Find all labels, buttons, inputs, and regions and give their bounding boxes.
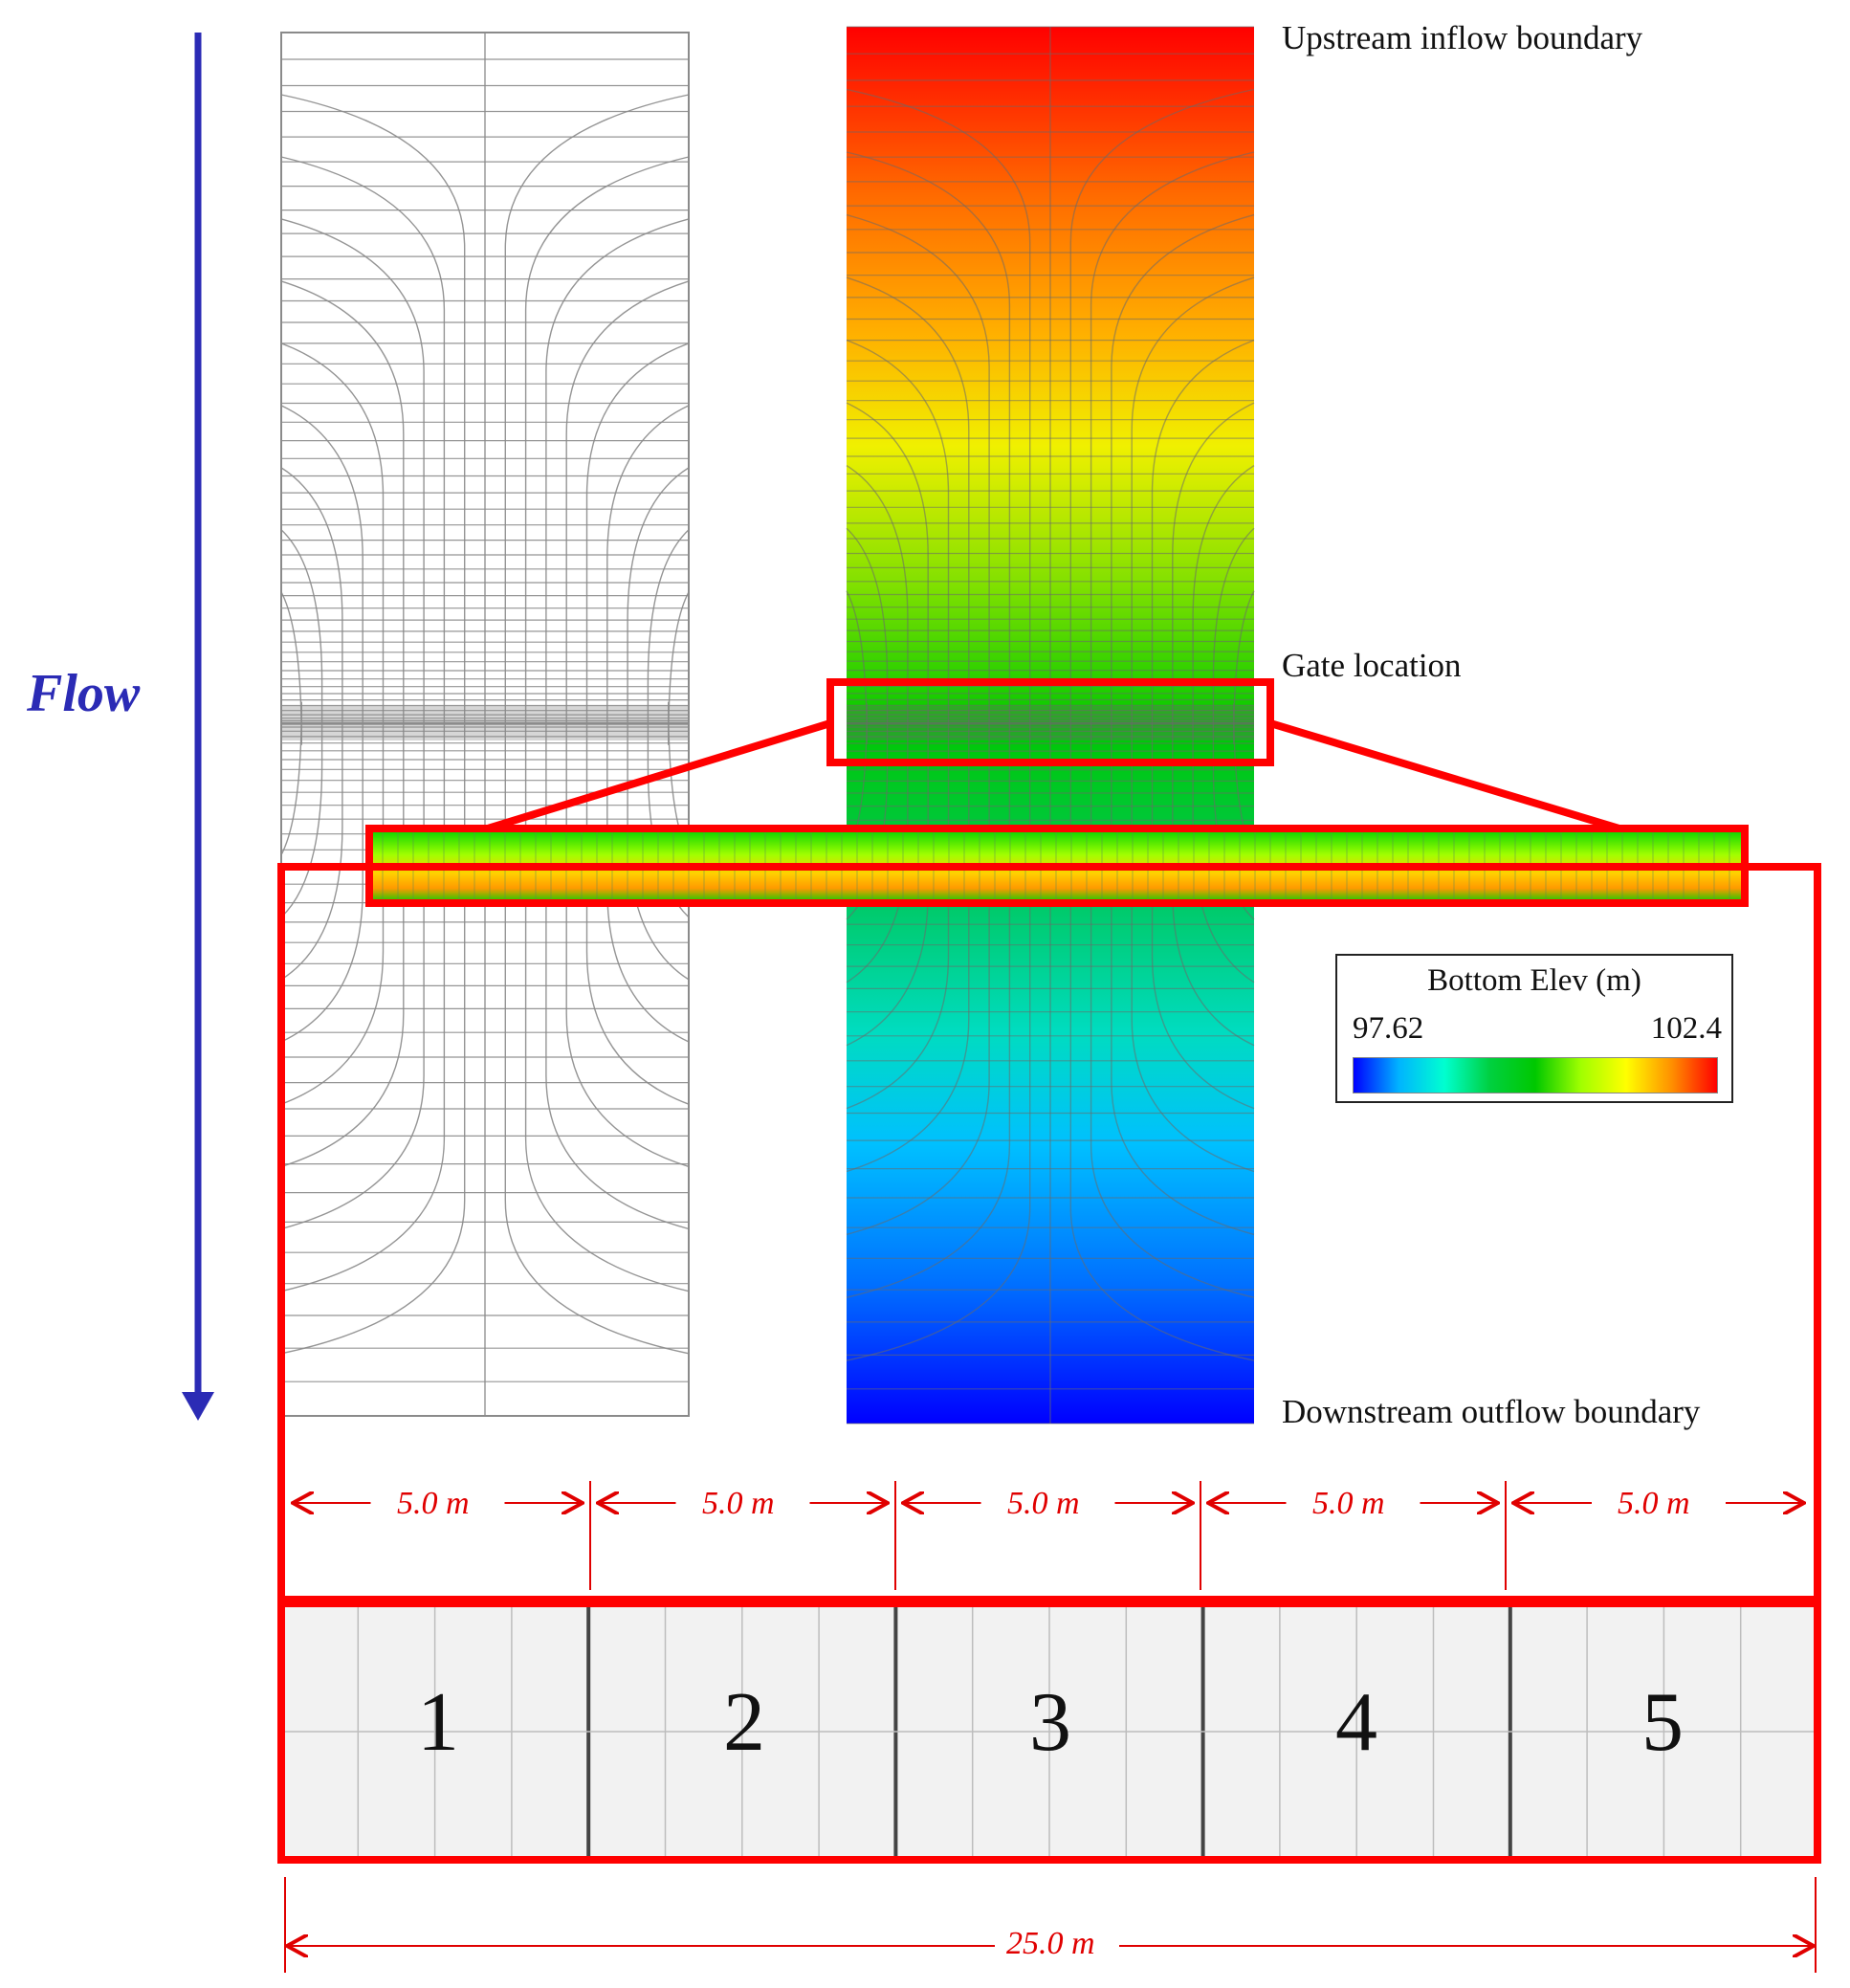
mesh-curved-line: [280, 467, 343, 981]
legend-min-value: 97.62: [1353, 1011, 1424, 1046]
legend-title: Bottom Elev (m): [1427, 963, 1641, 998]
segment-dim-label-2: 5.0 m: [696, 1486, 781, 1522]
mesh-curved-line: [585, 342, 690, 1105]
segment-dim-label-5: 5.0 m: [1612, 1486, 1696, 1522]
color-legend: Bottom Elev (m) 97.62 102.4: [1335, 954, 1733, 1103]
mesh-curved-line: [846, 590, 868, 857]
mesh-curved-line: [280, 218, 425, 1230]
mesh-curved-line: [1192, 465, 1255, 983]
mesh-gate-band: [847, 706, 1254, 740]
mesh-curved-line: [280, 591, 302, 855]
downstream-boundary-label: Downstream outflow boundary: [1282, 1393, 1701, 1430]
panel-number-5: 5: [1641, 1676, 1684, 1769]
mesh-gate-band: [281, 706, 689, 740]
mesh-curved-line: [1151, 339, 1255, 1110]
gate-highlight-box: [826, 678, 1274, 766]
left-mesh-outline: [280, 32, 690, 1417]
mesh-curved-line: [846, 88, 1031, 1361]
mesh-curved-line: [280, 280, 405, 1168]
mesh-curved-line: [1131, 276, 1255, 1173]
mesh-curved-line: [846, 276, 970, 1173]
flow-arrow-head: [182, 1392, 214, 1421]
left-mesh-grid: [280, 32, 690, 1417]
panel-strip-grid: [281, 1603, 1817, 1860]
mesh-curved-line: [668, 591, 690, 855]
mesh-curved-line: [280, 342, 385, 1105]
segment-dim-label-3: 5.0 m: [1002, 1486, 1086, 1522]
mesh-curved-line: [846, 151, 1011, 1298]
right-mesh-grid: [846, 26, 1255, 1425]
gate-location-label: Gate location: [1282, 647, 1462, 684]
mesh-curved-line: [545, 218, 690, 1230]
legend-max-value: 102.4: [1650, 1011, 1722, 1046]
mesh-curved-line: [280, 405, 363, 1043]
mesh-curved-line: [1111, 213, 1255, 1236]
mesh-curved-line: [1069, 88, 1255, 1361]
mesh-curved-line: [280, 94, 466, 1355]
mesh-curved-line: [846, 402, 929, 1047]
panel-number-2: 2: [723, 1676, 765, 1769]
mesh-curved-line: [846, 213, 990, 1236]
mesh-curved-line: [846, 465, 909, 983]
mesh-curved-line: [280, 156, 446, 1292]
mesh-curved-line: [524, 156, 690, 1292]
legend-color-bar: [1353, 1057, 1718, 1093]
mesh-curved-line: [504, 94, 690, 1355]
mesh-curved-line: [565, 280, 690, 1168]
dimension-arrows: [295, 1481, 1802, 1590]
mesh-curved-line: [1090, 151, 1255, 1298]
upstream-boundary-label: Upstream inflow boundary: [1282, 19, 1643, 56]
mesh-curved-line: [1233, 590, 1255, 857]
segment-dim-label-4: 5.0 m: [1307, 1486, 1391, 1522]
mesh-curved-line: [1172, 402, 1255, 1047]
mesh-curved-line: [606, 405, 690, 1043]
panel-number-3: 3: [1029, 1676, 1071, 1769]
panel-strip-frame: [277, 1600, 1821, 1864]
mesh-curved-line: [627, 467, 690, 981]
mesh-curved-line: [846, 339, 950, 1110]
panel-number-4: 4: [1335, 1676, 1377, 1769]
total-dim-label: 25.0 m: [1001, 1926, 1101, 1962]
segment-dim-label-1: 5.0 m: [391, 1486, 475, 1522]
flow-label: Flow: [27, 664, 141, 723]
mesh-curved-line: [280, 529, 323, 918]
panel-number-1: 1: [417, 1676, 459, 1769]
